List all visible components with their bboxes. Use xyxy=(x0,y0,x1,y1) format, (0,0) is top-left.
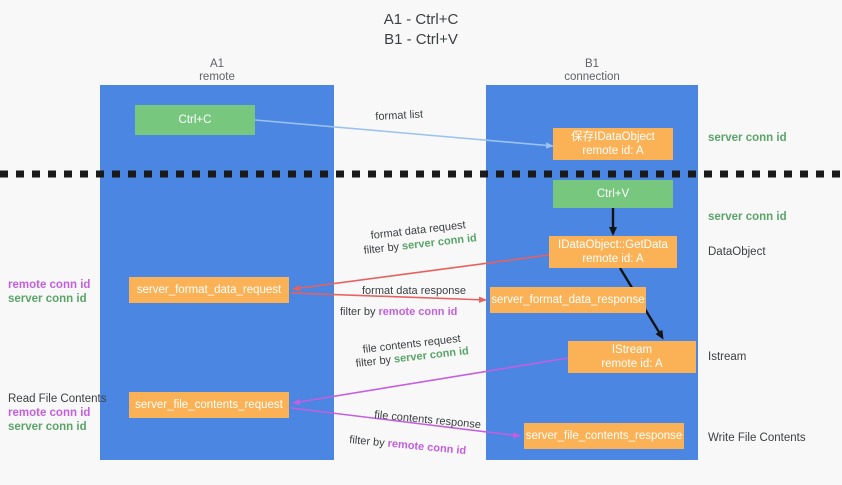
title-line-2: B1 - Ctrl+V xyxy=(384,31,458,48)
node-ctrl-c[interactable]: Ctrl+C xyxy=(135,105,255,135)
node-format-data-request-label: server_format_data_request xyxy=(136,284,282,296)
column-header-a1: A1 remote xyxy=(100,58,334,84)
node-save-idataobject[interactable]: 保存IDataObject remote id: A xyxy=(553,128,673,160)
edge-label-format-data-response: format data response xyxy=(362,285,466,297)
edge-label-format-data-response-filter-key: remote conn id xyxy=(378,306,458,318)
node-server-format-data-response[interactable]: server_format_data_response xyxy=(490,287,646,313)
node-istream[interactable]: IStream remote id: A xyxy=(568,341,696,373)
title-line-1: A1 - Ctrl+C xyxy=(383,11,459,28)
node-ctrl-c-label: Ctrl+C xyxy=(178,114,212,126)
left-label-file-block: Read File Contents remote conn id server… xyxy=(8,392,106,434)
node-server-file-contents-request[interactable]: server_file_contents_request xyxy=(129,392,289,418)
node-server-file-contents-response[interactable]: server_file_contents_response xyxy=(524,423,684,449)
edge-label-file-contents-response-filter-key: remote conn id xyxy=(387,437,467,458)
page-title: A1 - Ctrl+C B1 - Ctrl+V xyxy=(0,10,842,50)
left-label-file-server-conn: server conn id xyxy=(8,421,87,433)
right-label-server-conn-top: server conn id xyxy=(708,132,787,144)
edge-label-file-contents-response: file contents response xyxy=(373,408,482,432)
edge-label-format-data-response-filter-prefix: filter by xyxy=(340,306,379,318)
node-istream-line1: IStream xyxy=(611,344,653,356)
node-save-idataobject-line1: 保存IDataObject xyxy=(571,131,655,143)
node-istream-line2: remote id: A xyxy=(601,358,663,370)
edge-label-file-contents-request-filter-prefix: filter by xyxy=(355,353,395,370)
node-file-contents-response-label: server_file_contents_response xyxy=(525,430,683,442)
left-label-file-remote-conn: remote conn id xyxy=(8,407,91,419)
right-label-istream: Istream xyxy=(708,351,747,363)
edge-label-file-contents-response-filter: filter by remote conn id xyxy=(349,433,467,459)
column-a1-name: A1 xyxy=(209,58,225,70)
node-file-contents-request-label: server_file_contents_request xyxy=(135,399,283,411)
edge-label-file-contents-response-filter-prefix: filter by xyxy=(348,433,389,450)
node-getdata-line2: remote id: A xyxy=(582,253,644,265)
node-server-format-data-request[interactable]: server_format_data_request xyxy=(129,277,289,303)
column-b1-sub: connection xyxy=(564,71,620,83)
right-label-write-file-contents: Write File Contents xyxy=(708,432,806,444)
left-label-read-file-contents: Read File Contents xyxy=(8,393,107,405)
edge-label-format-list: format list xyxy=(375,108,424,123)
right-label-dataobject: DataObject xyxy=(708,246,766,258)
column-a1-sub: remote xyxy=(199,71,235,83)
left-label-format-remote-conn: remote conn id xyxy=(8,279,91,291)
left-label-format-server-conn: server conn id xyxy=(8,293,87,305)
left-label-format-block: remote conn id server conn id xyxy=(8,278,90,306)
node-ctrl-v[interactable]: Ctrl+V xyxy=(553,180,673,208)
edge-label-format-data-response-filter: filter by remote conn id xyxy=(340,305,457,320)
right-label-server-conn-mid: server conn id xyxy=(708,211,787,223)
column-header-b1: B1 connection xyxy=(486,58,698,84)
node-format-data-response-label: server_format_data_response xyxy=(491,294,645,306)
column-b1-name: B1 xyxy=(584,58,600,70)
edge-label-format-data-request-filter-prefix: filter by xyxy=(363,240,403,257)
node-save-idataobject-line2: remote id: A xyxy=(582,145,644,157)
node-ctrl-v-label: Ctrl+V xyxy=(596,188,630,200)
node-idataobject-getdata[interactable]: IDataObject::GetData remote id: A xyxy=(549,236,677,268)
node-getdata-line1: IDataObject::GetData xyxy=(558,239,668,251)
